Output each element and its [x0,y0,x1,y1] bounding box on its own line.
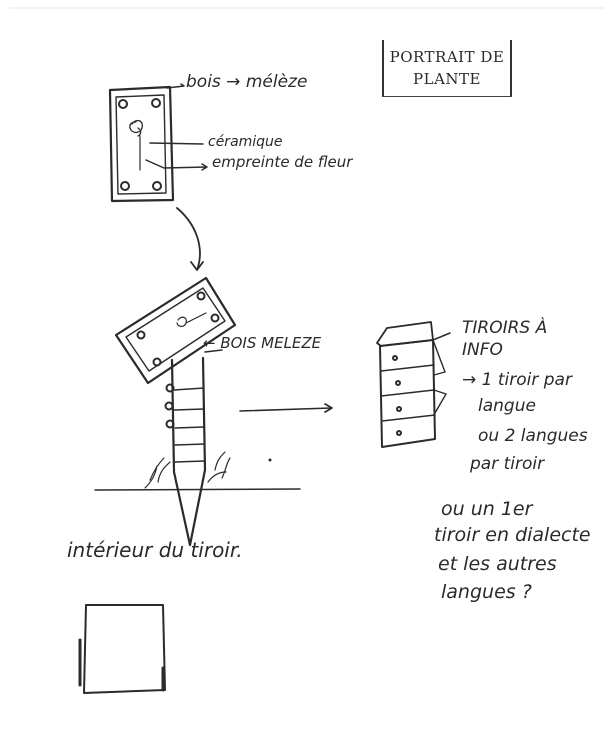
leader-wood [166,83,185,89]
label-drawer-note-2: langue [478,396,536,416]
title-line-1: PORTRAIT DE [389,48,505,66]
ground-line [94,488,301,491]
label-drawers-title-1: TIROIRS À [462,318,548,338]
tile-screw-icon [118,99,128,109]
drawer-interior-square [78,604,166,694]
tile-screw-icon [152,181,162,191]
label-imprint: empreinte de fleur [212,153,353,171]
sketch-dot [268,458,272,462]
grass-strokes [144,451,231,489]
title-line-2: PLANTE [413,70,481,88]
drawer-cabinet [376,321,451,448]
leader-ceramic [149,142,204,145]
leader-imprint [145,159,208,171]
leader-post [204,349,223,353]
tilted-sign [114,276,237,385]
label-question-3: et les autres [438,553,557,575]
arrow-to-drawers-icon [239,403,333,413]
top-tile [108,85,175,203]
tile-screw-icon [120,181,130,191]
label-drawer-note-4: par tiroir [470,454,545,474]
tile-screw-icon [151,98,161,108]
curved-arrow-icon [176,207,204,271]
flower-imprint-icon [129,119,143,137]
label-wood-post: ← BOIS MELEZE [203,334,322,352]
label-drawers-title-2: INFO [462,340,503,360]
wooden-post [164,356,207,547]
label-drawer-note-1: → 1 tiroir par [462,370,572,390]
label-question-4: langues ? [441,581,532,603]
label-question-2: tiroir en dialecte [434,524,591,546]
label-wood-top: bois → mélèze [186,72,308,92]
label-drawer-note-3: ou 2 langues [478,426,588,446]
label-bottom-caption: intérieur du tiroir. [67,538,243,562]
label-question-1: ou un 1er [441,498,533,520]
title-box: PORTRAIT DE PLANTE [382,40,512,97]
label-ceramic: céramique [208,134,283,150]
